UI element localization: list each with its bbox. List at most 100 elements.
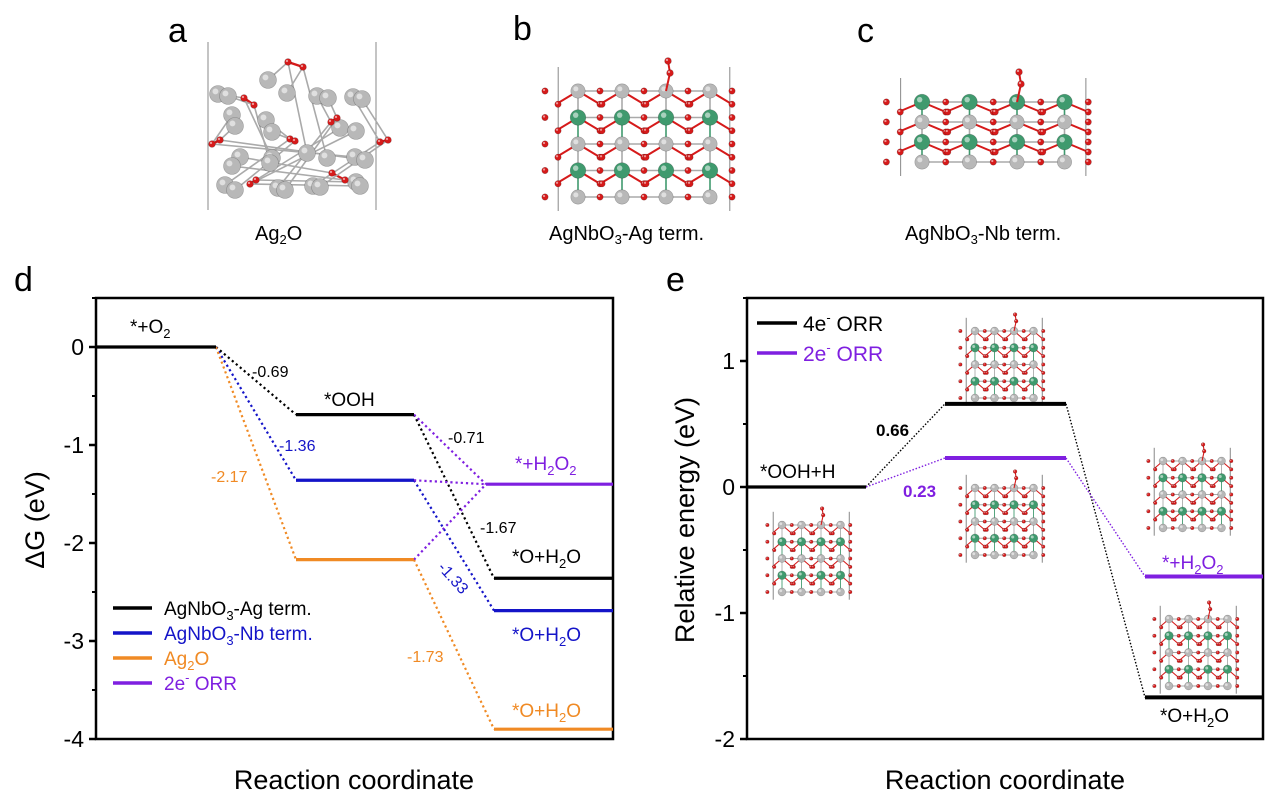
o-atom: [1198, 658, 1203, 663]
o-atom-highlight: [983, 371, 985, 373]
o-atom-highlight: [959, 553, 961, 556]
panel-e-ylabel: Relative energy (eV): [670, 397, 700, 643]
nb-atom-highlight: [1160, 474, 1164, 478]
o-atom-highlight: [1154, 501, 1156, 503]
o-atom: [1209, 525, 1214, 531]
ag-atom: [1184, 614, 1193, 624]
ag-atom-highlight: [1030, 361, 1034, 365]
o-atom-highlight: [829, 565, 831, 567]
o-atom-highlight: [1197, 684, 1199, 687]
adsorbate-o-atom-highlight: [820, 507, 823, 509]
ag-atom-highlight: [1012, 157, 1018, 163]
o-atom-highlight: [1191, 526, 1193, 529]
ag-atom-highlight: [264, 157, 271, 164]
o-atom-highlight: [812, 548, 814, 551]
o-atom-highlight: [985, 528, 987, 530]
ag-atom-highlight: [272, 182, 279, 189]
legend-label-rest: ORR: [831, 343, 884, 366]
ag-atom: [1203, 648, 1213, 657]
o-atom: [942, 138, 950, 146]
o-atom: [1004, 370, 1009, 375]
level-label-o-h2o-nb-term: *O+H2O: [512, 625, 581, 649]
o-atom-highlight: [1160, 626, 1162, 628]
o-atom-highlight: [1216, 617, 1218, 620]
o-atom-highlight: [790, 523, 792, 526]
o-atom-highlight: [1197, 668, 1199, 670]
ag-atom-highlight: [964, 157, 970, 163]
o-atom-highlight: [1230, 468, 1232, 470]
o-atom-highlight: [1022, 371, 1024, 373]
o-atom: [728, 153, 736, 161]
o-atom-highlight: [1154, 468, 1156, 470]
nb-atom-highlight: [972, 501, 976, 505]
structure-inset-ts-4e: [958, 312, 1046, 406]
y-tick-label: -2: [64, 530, 84, 556]
o-atom-highlight: [1005, 371, 1007, 373]
o-atom: [765, 573, 770, 578]
nb-atom: [970, 500, 980, 510]
o-atom: [965, 494, 970, 499]
o-atom: [541, 87, 549, 95]
ag-atom: [226, 181, 244, 199]
o-atom: [1176, 633, 1181, 638]
ag-atom-highlight: [349, 151, 356, 158]
o-atom: [1153, 517, 1158, 522]
o-atom-highlight: [810, 574, 812, 576]
panel-e-marks: [747, 401, 1263, 700]
o-atom: [965, 511, 970, 516]
o-atom: [1235, 675, 1240, 680]
o-atom: [1002, 536, 1007, 541]
o-atom: [299, 63, 307, 71]
o-atom: [1002, 485, 1007, 491]
ag-atom: [570, 83, 586, 99]
ag-atom: [797, 587, 806, 597]
o-atom-highlight: [812, 582, 814, 584]
o-atom-highlight: [1005, 338, 1007, 340]
nb-atom: [657, 109, 675, 126]
nb-atom: [1203, 664, 1213, 674]
ag-atom-highlight: [334, 122, 341, 129]
o-atom: [376, 138, 384, 146]
o-atom: [1041, 494, 1046, 499]
o-atom-highlight: [983, 537, 985, 539]
o-atom: [1211, 500, 1216, 505]
o-atom-highlight: [1022, 380, 1024, 382]
caption-text: Ag: [255, 223, 280, 245]
o-atom: [830, 581, 835, 586]
o-atom-highlight: [1177, 659, 1179, 661]
o-atom-highlight: [300, 64, 304, 68]
level-label-o-h2o: *O+H2O: [1160, 706, 1229, 730]
ag-atom-highlight: [1011, 552, 1015, 556]
o-atom-highlight: [643, 128, 647, 131]
o-atom: [989, 98, 997, 106]
ag-atom-highlight: [972, 361, 976, 365]
o-atom: [789, 539, 794, 544]
o-atom-highlight: [943, 159, 946, 163]
adsorbate-o-atom-highlight: [1013, 470, 1016, 472]
legend-label: 4e- ORR: [803, 310, 883, 336]
o-atom: [1196, 683, 1201, 689]
nb-atom-highlight: [1011, 96, 1018, 103]
o-atom: [965, 354, 970, 359]
y-tick-label: -3: [64, 628, 84, 654]
o-atom-highlight: [1042, 511, 1044, 514]
o-atom: [830, 531, 835, 536]
o-atom-highlight: [898, 149, 901, 153]
ag-atom-highlight: [1218, 458, 1222, 462]
o-atom-highlight: [687, 128, 691, 131]
o-atom-highlight: [1042, 338, 1044, 340]
ag-atom: [219, 87, 237, 105]
nb-atom-highlight: [1160, 508, 1164, 512]
structure-inset-h2o2: [1146, 442, 1234, 536]
ag-atom: [278, 84, 296, 102]
structure-ag2o: [207, 42, 392, 210]
o-atom-highlight: [983, 388, 985, 390]
o-atom-highlight: [1236, 626, 1238, 628]
o-atom: [882, 118, 890, 126]
o-atom: [1023, 494, 1028, 499]
o-atom: [958, 552, 963, 558]
o-atom-highlight: [983, 338, 985, 340]
o-atom: [991, 148, 999, 156]
o-atom: [1002, 502, 1007, 507]
ag-atom-highlight: [661, 86, 667, 92]
